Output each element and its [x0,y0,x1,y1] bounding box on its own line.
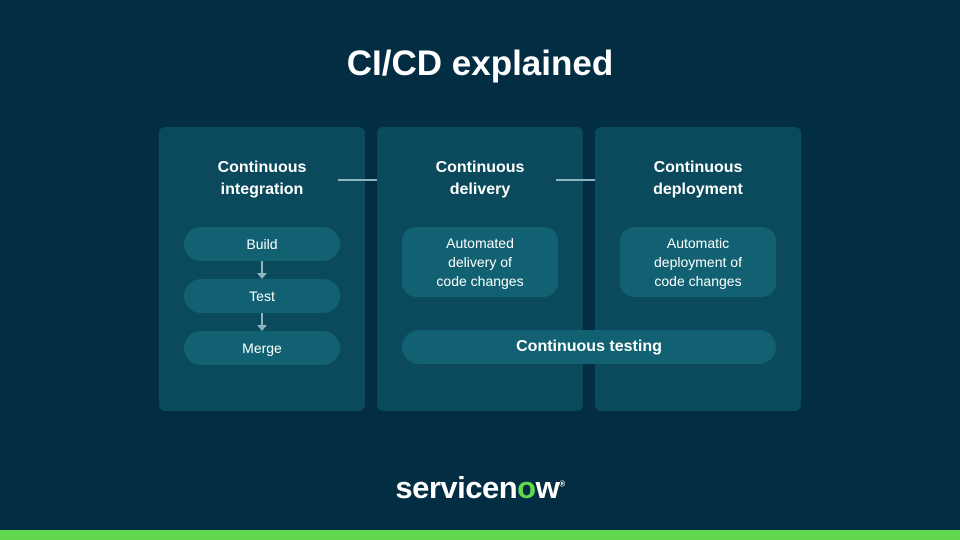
desc-line: code changes [436,272,524,289]
desc-line: Automatic [666,234,730,251]
desc-line: code changes [654,272,742,289]
logo-text-end: w [535,470,560,505]
step-build: Build [184,227,340,261]
stage-heading: Continuous integration [159,157,365,201]
heading-line: Continuous [435,159,525,176]
step-merge: Merge [184,331,340,365]
down-arrow-icon [257,313,267,331]
desc-line: Automated [446,234,514,251]
continuous-testing-band: Continuous testing [402,330,776,364]
stage-heading: Continuous deployment [595,157,801,201]
page-title: CI/CD explained [346,44,614,83]
desc-line: delivery of [448,253,512,270]
delivery-description: Automated delivery of code changes [402,227,558,297]
logo-o: o [517,470,536,505]
heading-line: deployment [653,181,743,198]
stage-heading: Continuous delivery [377,157,583,201]
logo-text: servicen [395,470,518,505]
deployment-description: Automatic deployment of code changes [620,227,776,297]
registered-mark: ® [559,479,565,489]
step-test: Test [184,279,340,313]
servicenow-logo: servicenow® [0,470,960,506]
stage-continuous-integration: Continuous integration Build Test Merge [159,127,365,411]
stage-continuous-delivery: Continuous delivery Automated delivery of c… [377,127,583,411]
heading-line: Continuous [217,159,307,176]
down-arrow-icon [257,261,267,279]
accent-bar [0,530,960,540]
heading-line: delivery [449,181,511,198]
stage-continuous-deployment: Continuous deployment Automatic deployment… [595,127,801,411]
heading-line: integration [220,181,304,198]
heading-line: Continuous [653,159,743,176]
desc-line: deployment of [654,253,742,270]
